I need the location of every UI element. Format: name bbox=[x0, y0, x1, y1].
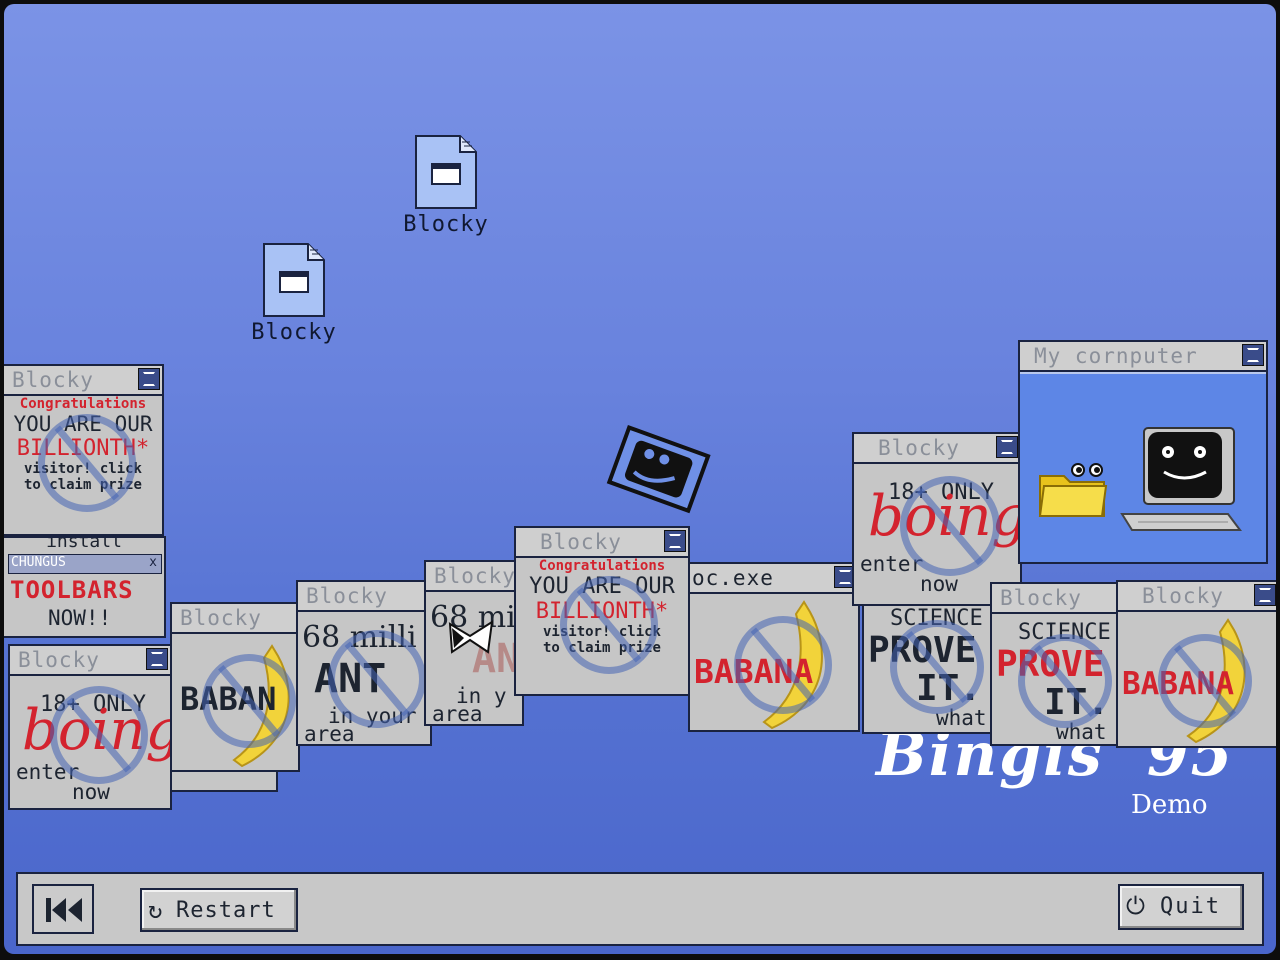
ad-text: Congratulations bbox=[538, 558, 666, 574]
hourglass-close-icon[interactable] bbox=[664, 530, 686, 552]
hourglass-close-icon[interactable] bbox=[1254, 584, 1276, 606]
popup-congratulations-left[interactable]: Blocky Congratulations YOU ARE OUR BILLI… bbox=[4, 364, 164, 536]
hourglass-close-icon[interactable] bbox=[146, 648, 168, 670]
no-sign-icon bbox=[560, 576, 658, 674]
popup-titlebar[interactable]: Blocky bbox=[992, 584, 1124, 614]
no-sign-icon bbox=[734, 616, 832, 714]
popup-banana-col2[interactable]: Blocky BABAN bbox=[170, 602, 300, 772]
popup-titlebar[interactable]: Blocky bbox=[854, 434, 1020, 464]
blocky-character[interactable] bbox=[600, 420, 716, 522]
popup-titlebar[interactable]: Blocky bbox=[298, 582, 430, 612]
popup-titlebar[interactable]: Blocky bbox=[426, 562, 522, 592]
ad-text: area now!! bbox=[304, 722, 355, 744]
close-icon[interactable]: x bbox=[149, 555, 157, 570]
bowtie-cursor-icon bbox=[448, 620, 494, 660]
file-window-icon bbox=[262, 242, 326, 318]
ad-text: area now!! bbox=[432, 702, 483, 724]
window-titlebar[interactable]: My cornputer bbox=[1020, 342, 1266, 372]
hourglass-close-icon[interactable] bbox=[996, 436, 1018, 458]
no-sign-icon bbox=[50, 686, 148, 784]
popup-titlebar[interactable]: Blocky bbox=[516, 528, 688, 558]
popup-title: Blocky bbox=[1142, 584, 1224, 608]
desktop: Blocky Blocky Bingis '95 Demo Blocky Con… bbox=[4, 4, 1276, 954]
popup-titlebar[interactable]: Blocky bbox=[172, 604, 298, 634]
desktop-icon-blocky-2[interactable]: Blocky bbox=[244, 242, 344, 345]
popup-title: oc.exe bbox=[692, 566, 774, 590]
restart-button[interactable]: ↻ Restart bbox=[140, 888, 298, 932]
logo-subtitle: Demo bbox=[1131, 790, 1208, 820]
ad-text: in y bbox=[456, 684, 507, 708]
popup-banana-ocexe[interactable]: oc.exe BABANA bbox=[688, 562, 860, 732]
hourglass-close-icon[interactable] bbox=[1242, 344, 1264, 366]
popup-banana-right[interactable]: Blocky BABANA bbox=[1116, 580, 1276, 748]
popup-science-2[interactable]: Blocky SCIENCE PROVE IT. what bbox=[990, 582, 1126, 746]
power-icon: ⏻ bbox=[1126, 892, 1145, 920]
rewind-button[interactable] bbox=[32, 884, 94, 934]
popup-titlebar[interactable]: Blocky bbox=[1118, 582, 1276, 612]
no-sign-icon bbox=[1158, 634, 1252, 728]
chungus-title: CHUNGUS bbox=[11, 555, 66, 570]
window-title: My cornputer bbox=[1034, 344, 1198, 368]
chungus-bar: CHUNGUS x bbox=[8, 554, 162, 574]
popup-titlebar[interactable]: Blocky bbox=[10, 646, 170, 676]
hourglass-close-icon[interactable] bbox=[138, 368, 160, 390]
ad-text: install bbox=[46, 538, 122, 550]
quit-button[interactable]: ⏻ Quit bbox=[1118, 884, 1244, 930]
ad-text: now bbox=[72, 780, 110, 804]
no-sign-icon bbox=[202, 654, 296, 748]
popup-title: Blocky bbox=[1000, 586, 1082, 610]
ad-text: Congratulations bbox=[19, 396, 147, 412]
popup-toolbars[interactable]: install CHUNGUS x TOOLBARS NOW!! bbox=[4, 536, 166, 638]
popup-title: Blocky bbox=[18, 648, 100, 672]
ad-text: NOW!! bbox=[48, 606, 112, 630]
popup-adult-left[interactable]: Blocky 18+ ONLY boing enter now bbox=[8, 644, 172, 810]
window-my-computer[interactable]: My cornputer bbox=[1018, 340, 1268, 564]
no-sign-icon bbox=[38, 414, 136, 512]
no-sign-icon bbox=[328, 630, 426, 728]
ad-text: 68 mi bbox=[430, 600, 516, 635]
popup-title: Blocky bbox=[434, 564, 516, 588]
rewind-icon bbox=[46, 898, 82, 922]
popup-title: Blocky bbox=[540, 530, 622, 554]
popup-adult-right[interactable]: Blocky 18+ ONLY boing enter now bbox=[852, 432, 1022, 606]
popup-title: Blocky bbox=[878, 436, 960, 460]
popup-title: Blocky bbox=[12, 368, 94, 392]
popup-congratulations-center[interactable]: Blocky Congratulations YOU ARE OUR BILLI… bbox=[514, 526, 690, 696]
restart-icon: ↻ bbox=[148, 896, 163, 924]
no-sign-icon bbox=[890, 620, 984, 714]
restart-label: Restart bbox=[176, 898, 276, 923]
desktop-icon-blocky-1[interactable]: Blocky bbox=[396, 134, 496, 237]
folder-icon bbox=[1038, 463, 1108, 517]
file-window-icon bbox=[414, 134, 478, 210]
taskbar: ↻ Restart ⏻ Quit bbox=[16, 872, 1264, 946]
ad-text: TOOLBARS bbox=[10, 576, 134, 604]
popup-titlebar[interactable]: Blocky bbox=[4, 366, 162, 396]
desktop-icon-label: Blocky bbox=[403, 212, 489, 237]
popup-title: Blocky bbox=[306, 584, 388, 608]
quit-label: Quit bbox=[1160, 894, 1221, 919]
desktop-icon-label: Blocky bbox=[251, 320, 337, 345]
computer-icon bbox=[1120, 427, 1242, 531]
popup-ants[interactable]: Blocky 68 milli ANT in your area now!! bbox=[296, 580, 432, 746]
ad-text: now bbox=[920, 572, 958, 596]
popup-science[interactable]: SCIENCE PROVE IT. what bbox=[862, 600, 996, 734]
no-sign-icon bbox=[900, 476, 1000, 576]
popup-titlebar[interactable]: oc.exe bbox=[690, 564, 858, 594]
no-sign-icon bbox=[1018, 634, 1112, 728]
popup-title: Blocky bbox=[180, 606, 262, 630]
